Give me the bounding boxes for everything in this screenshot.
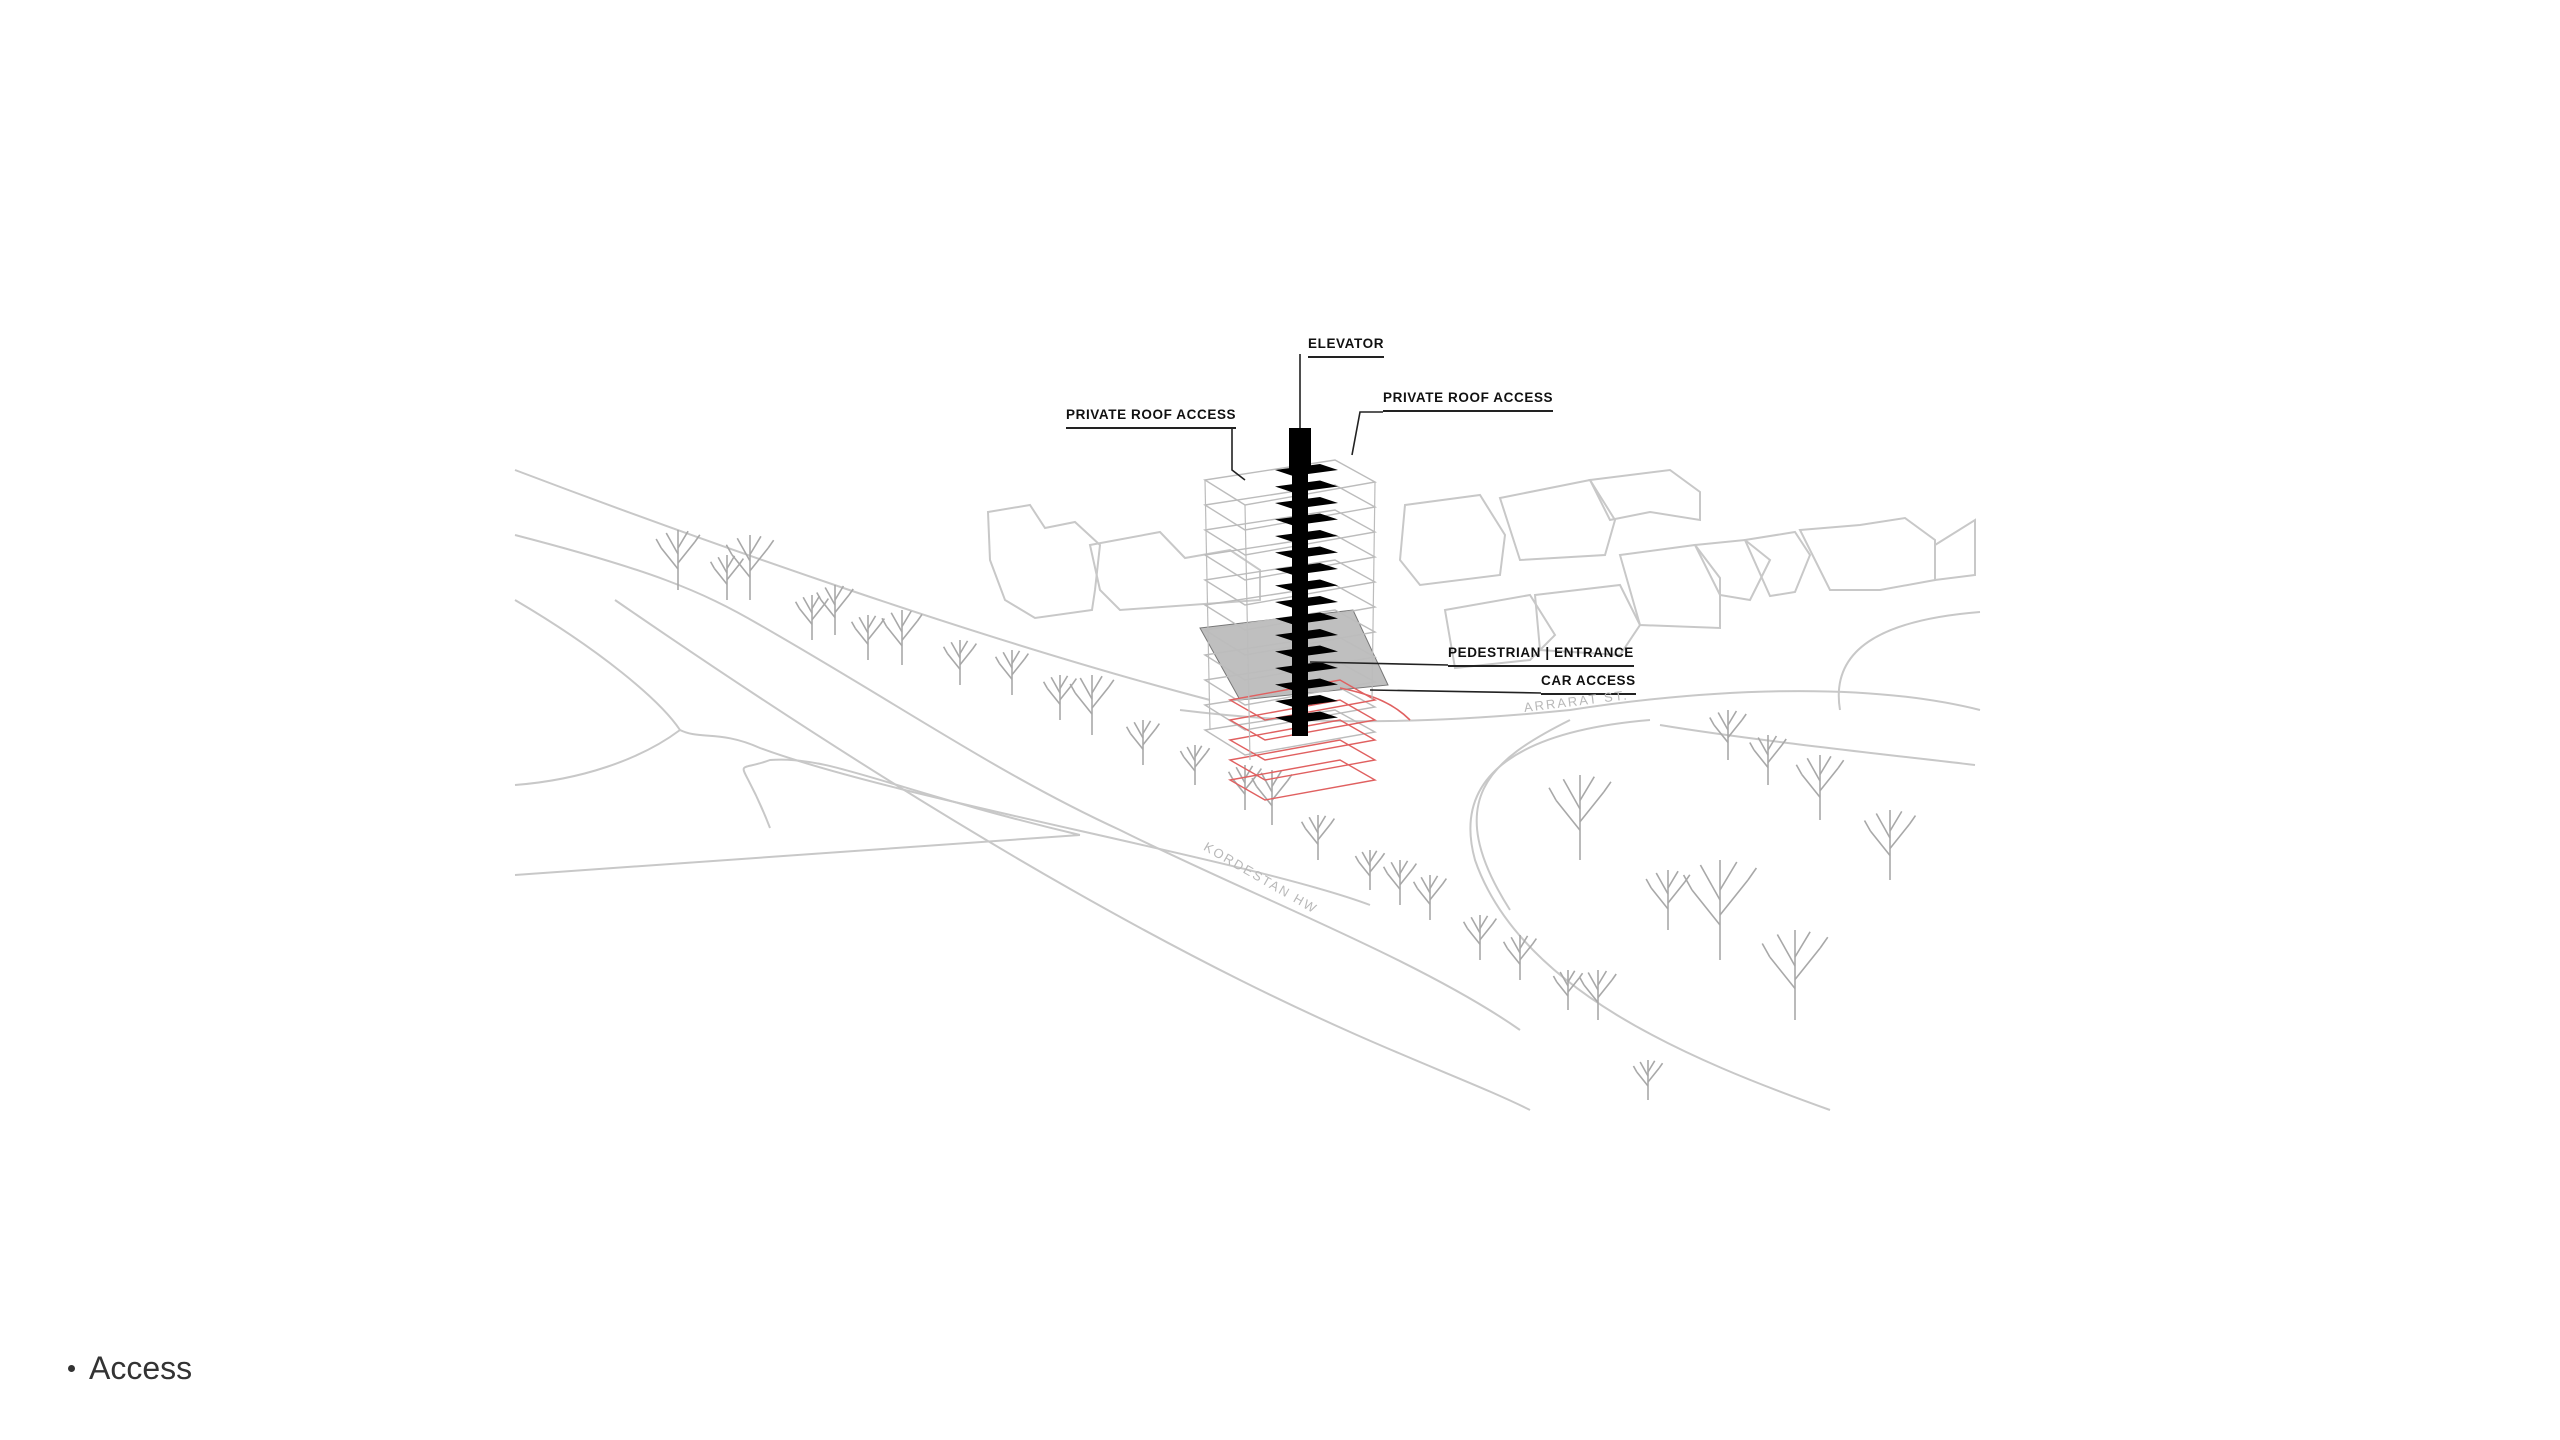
tree-icon (1761, 930, 1829, 1020)
tree-icon (1125, 720, 1161, 765)
road-edge (514, 469, 1211, 701)
tree-icon (1645, 870, 1691, 930)
label-pedestrian-entrance: PEDESTRIAN | ENTRANCE (1448, 644, 1634, 667)
neighbour-building (1934, 518, 1976, 582)
road-edge (1837, 611, 1981, 711)
neighbour-buildings (986, 468, 1976, 670)
tower-edge (1244, 504, 1251, 761)
tree-icon (709, 555, 745, 600)
bullet-icon (68, 1365, 75, 1372)
tree-icon (655, 530, 701, 590)
label-car-access: CAR ACCESS (1541, 672, 1636, 695)
tree-icon (816, 585, 854, 635)
parking-plate (1227, 759, 1378, 801)
tree-icon (1354, 850, 1386, 890)
floor-plate (1203, 684, 1378, 731)
tower-axonometric (1199, 428, 1411, 801)
tree-icon (850, 615, 886, 660)
tree-icon (1579, 970, 1617, 1020)
tree-icon (1069, 675, 1115, 735)
neighbour-building (1618, 543, 1721, 630)
tree-icon (1042, 675, 1078, 720)
tree-icon (1179, 745, 1211, 785)
road-edge (614, 599, 1531, 1111)
tree-icon (1632, 1060, 1664, 1100)
neighbour-building (1693, 538, 1772, 602)
neighbour-building (1588, 468, 1701, 522)
parking-plate (1227, 739, 1378, 781)
tree-icon (942, 640, 978, 685)
neighbour-building (1498, 478, 1617, 562)
tree-icon (1502, 935, 1538, 980)
floor-plate (1203, 509, 1378, 556)
tree-icon (1548, 775, 1612, 860)
road-edge (1659, 724, 1976, 766)
road-edge (742, 758, 1081, 836)
elevator-shaft-top (1289, 428, 1311, 470)
label-private-roof-access-right: PRIVATE ROOF ACCESS (1383, 389, 1554, 412)
road-edge (1469, 719, 1831, 1111)
neighbour-building (1398, 493, 1507, 587)
neighbour-building (1088, 530, 1261, 612)
tree-icon (1709, 710, 1747, 760)
tree-icon (1382, 860, 1418, 905)
slide-caption: Access (68, 1350, 192, 1387)
neighbour-building (1443, 593, 1557, 670)
floor-plate (1203, 634, 1378, 681)
tree-icon (1300, 815, 1336, 860)
leader-roof-left (1231, 428, 1246, 481)
leader-car (1369, 689, 1542, 694)
car-ramp (1339, 687, 1411, 721)
tree-icon (1412, 875, 1448, 920)
leader-roof-right (1351, 411, 1383, 456)
tree-icon (1682, 860, 1758, 960)
label-elevator: ELEVATOR (1308, 335, 1385, 358)
neighbour-building (986, 503, 1102, 620)
caption-text: Access (89, 1350, 193, 1386)
tree-icon (1863, 810, 1917, 880)
road-edge (1475, 719, 1571, 911)
elevator-core (1292, 466, 1308, 736)
tree-icon (1795, 755, 1845, 820)
road-network (514, 469, 1981, 1111)
tree-icon (881, 610, 923, 665)
neighbour-building (1743, 530, 1812, 598)
floor-plate (1203, 584, 1378, 631)
road-edge (514, 599, 1371, 906)
tree-icon (1552, 970, 1584, 1010)
tree-icon (1749, 735, 1787, 785)
road-edge (514, 834, 1081, 876)
tree-icon (794, 595, 830, 640)
callout-leaders (1231, 354, 1542, 694)
tree-rows (655, 530, 1917, 1100)
label-private-roof-access-left: PRIVATE ROOF ACCESS (1066, 406, 1237, 429)
floor-plate (1203, 534, 1378, 581)
tree-icon (725, 535, 775, 600)
road-edge (514, 729, 681, 786)
floor-plate (1203, 559, 1378, 606)
tree-icon (994, 650, 1030, 695)
neighbour-building (1533, 583, 1642, 657)
road-edge (514, 534, 1521, 1031)
neighbour-building (1798, 516, 1936, 591)
leader-pedestrian (1309, 661, 1449, 666)
tower-edge (1204, 479, 1211, 731)
tree-icon (1462, 915, 1498, 960)
